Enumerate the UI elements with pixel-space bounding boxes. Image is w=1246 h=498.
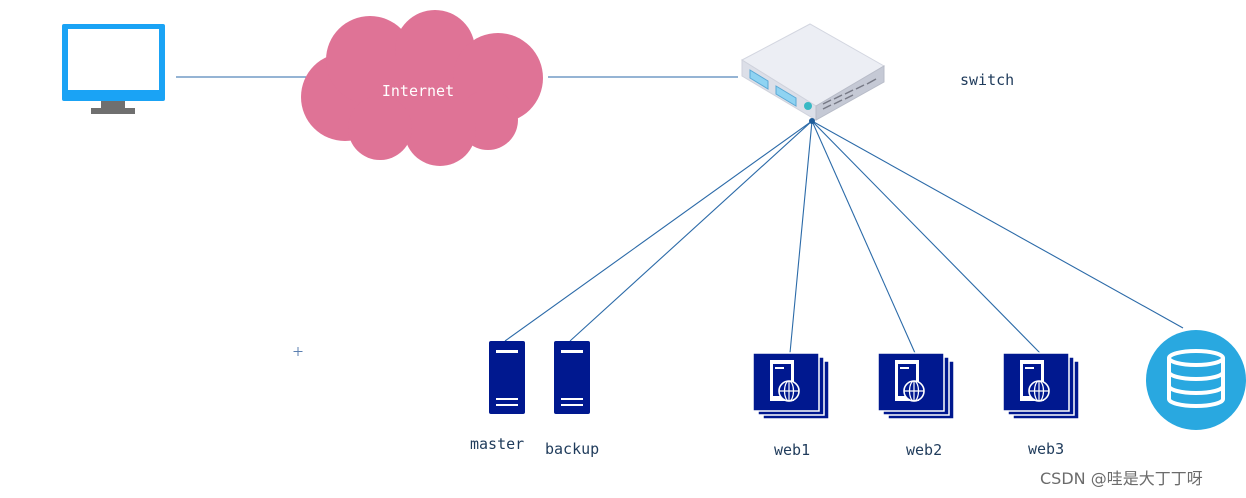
- database-icon[interactable]: [1146, 330, 1246, 430]
- server-tower-icon-backup[interactable]: [554, 341, 590, 414]
- master-label: master: [470, 435, 524, 453]
- web2-label: web2: [906, 441, 942, 459]
- web1-label: web1: [774, 441, 810, 459]
- backup-label: backup: [545, 440, 599, 458]
- link-switch-master: [504, 120, 813, 342]
- web-server-globe-icon-web2[interactable]: [877, 352, 955, 420]
- link-switch-web1: [789, 120, 813, 354]
- switch-label: switch: [960, 71, 1014, 89]
- link-switch-web2: [811, 120, 916, 354]
- internet-label: Internet: [382, 82, 454, 100]
- link-switch-web3: [811, 120, 1041, 354]
- links: [176, 76, 1184, 354]
- cloud-icon[interactable]: [301, 10, 543, 166]
- switch-connection-port: [809, 118, 815, 124]
- network-switch-icon[interactable]: [740, 23, 885, 121]
- server-tower-icon-master[interactable]: [489, 341, 525, 414]
- web-server-globe-icon-web1[interactable]: [752, 352, 830, 420]
- watermark: CSDN @哇是大丁丁呀: [1040, 469, 1203, 488]
- link-switch-backup: [569, 120, 813, 342]
- web3-label: web3: [1028, 440, 1064, 458]
- monitor-icon[interactable]: [62, 24, 165, 114]
- link-switch-database: [811, 120, 1184, 329]
- crosshair-cursor-icon: [293, 347, 303, 356]
- web-server-globe-icon-web3[interactable]: [1002, 352, 1080, 420]
